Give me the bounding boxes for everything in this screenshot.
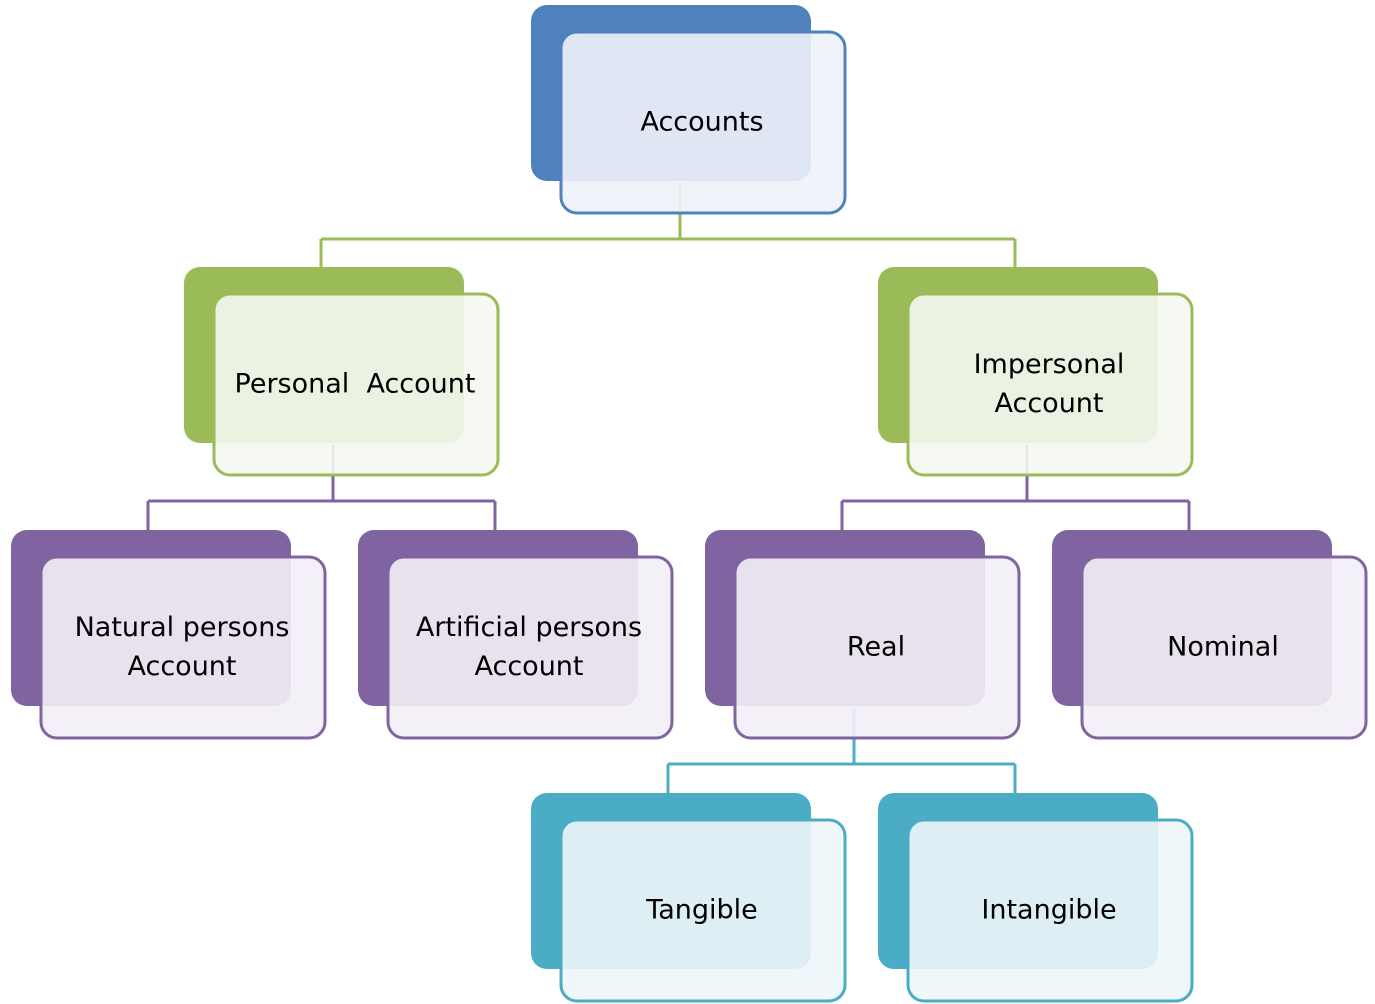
- node-nominal: Nominal: [1052, 530, 1368, 740]
- node-front-card: [39, 555, 327, 740]
- node-front-card: [906, 292, 1194, 477]
- node-front-card: [1080, 555, 1368, 740]
- node-label: Impersonal: [974, 349, 1125, 380]
- node-personal: Personal Account: [184, 267, 500, 477]
- node-front-card: [559, 30, 847, 215]
- node-label: Account: [474, 651, 583, 682]
- node-label: Natural persons: [75, 612, 290, 643]
- node-front-card: [906, 818, 1194, 1003]
- node-real: Real: [705, 530, 1021, 740]
- node-front-card: [733, 555, 1021, 740]
- node-accounts: Accounts: [531, 5, 847, 215]
- node-label: Real: [847, 632, 905, 663]
- node-front-card: [559, 818, 847, 1003]
- node-front-card: [212, 292, 500, 477]
- node-front-card: [386, 555, 674, 740]
- node-label: Personal Account: [235, 369, 476, 400]
- node-label: Tangible: [645, 895, 758, 926]
- node-label: Account: [127, 651, 236, 682]
- node-label: Artificial persons: [416, 612, 642, 643]
- node-label: Accounts: [640, 107, 763, 138]
- node-intangible: Intangible: [878, 793, 1194, 1003]
- node-label: Intangible: [981, 895, 1116, 926]
- node-label: Nominal: [1167, 632, 1279, 663]
- node-label: Account: [994, 388, 1103, 419]
- node-tangible: Tangible: [531, 793, 847, 1003]
